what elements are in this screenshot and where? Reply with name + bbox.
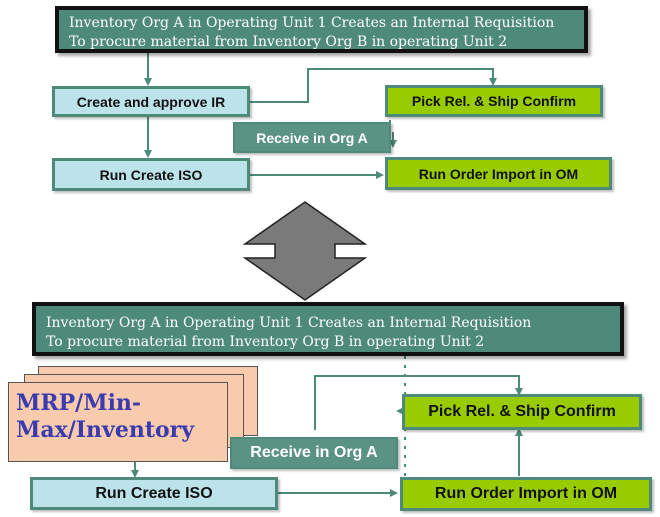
run-create-iso-box-top: Run Create ISO [52, 158, 250, 191]
bottom-banner: Inventory Org A in Operating Unit 1 Crea… [32, 302, 624, 356]
run-create-iso-label-top: Run Create ISO [99, 166, 203, 183]
double-headed-arrow [242, 201, 368, 301]
run-order-import-label-top: Run Order Import in OM [418, 165, 579, 182]
top-banner-line-2: To procure material from Inventory Org B… [69, 34, 508, 50]
run-order-import-label-bottom: Run Order Import in OM [434, 485, 618, 502]
create-approve-ir-box: Create and approve IR [52, 86, 250, 117]
doc-stack-front [8, 382, 228, 462]
receive-org-a-label-bottom: Receive in Org A [250, 444, 378, 461]
mrp-line-2: Max/Inventory [16, 417, 195, 443]
run-create-iso-box-bottom: Run Create ISO [30, 477, 278, 510]
arrow-loop-to-pick-release-bottom [314, 375, 523, 430]
run-create-iso-label-bottom: Run Create ISO [95, 484, 213, 502]
pick-release-label-top: Pick Rel. & Ship Confirm [411, 93, 577, 109]
create-approve-ir-label: Create and approve IR [76, 93, 226, 110]
mrp-min-max-label: MRP/Min- Max/Inventory [16, 390, 194, 444]
receive-org-a-label-top: Receive in Org A [256, 129, 368, 146]
receive-org-a-box-top: Receive in Org A [233, 122, 391, 153]
top-banner: Inventory Org A in Operating Unit 1 Crea… [55, 6, 588, 53]
mrp-line-1: MRP/Min- [16, 390, 142, 416]
pick-release-box-top: Pick Rel. & Ship Confirm [385, 85, 603, 117]
pick-release-box-bottom: Pick Rel. & Ship Confirm [402, 394, 642, 430]
run-order-import-box-top: Run Order Import in OM [385, 157, 612, 190]
top-banner-line-1: Inventory Org A in Operating Unit 1 Crea… [69, 15, 555, 31]
receive-org-a-box-bottom: Receive in Org A [230, 437, 398, 469]
bottom-banner-line-1: Inventory Org A in Operating Unit 1 Crea… [46, 315, 532, 331]
bottom-banner-line-2: To procure material from Inventory Org B… [46, 334, 485, 350]
run-order-import-box-bottom: Run Order Import in OM [400, 477, 652, 511]
pick-release-label-bottom: Pick Rel. & Ship Confirm [428, 403, 616, 420]
arrow-loop-to-pick-release [250, 68, 497, 103]
